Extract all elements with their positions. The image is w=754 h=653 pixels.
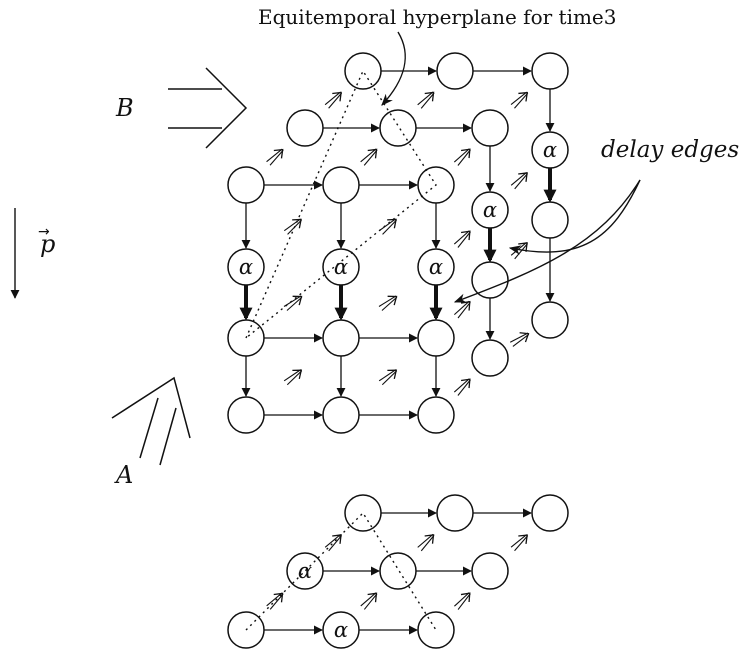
b-direction-arrow [168,67,248,149]
graph-node [322,396,360,434]
delay-pointer-arrow-1 [508,179,641,255]
dependence-diagonal [360,148,378,166]
graph-node [227,396,265,434]
edges-layer [239,66,557,635]
dependence-diagonal [266,592,284,610]
label-a: A [114,461,133,489]
dependence-diagonal [417,91,435,109]
label-b: B [115,94,134,122]
alpha-label: α [239,255,253,279]
dependence-diagonal [378,295,398,311]
dependence-diagonal [453,300,471,319]
nodes-layer: α α α α α α α [227,52,569,649]
graph-node [322,166,360,204]
dependence-diagonal [283,295,303,311]
graph-node [436,494,474,532]
hyperplane-pointer-arrow [381,31,406,106]
hyperplane-dotted-outline [245,69,437,339]
dependence-diagonal [266,148,284,166]
graph-node [322,319,360,357]
dependence-diagonal [378,369,398,386]
graph-node [379,552,417,590]
alpha-label: α [543,138,557,162]
alpha-label: α [334,618,348,642]
dependence-diagonal [453,148,471,166]
alpha-node: α [531,131,569,169]
a-direction-arrow [111,376,191,466]
alpha-label: α [298,559,312,583]
dependence-diagonal [378,218,397,235]
dependence-diagonal [453,378,471,396]
annotations-layer [10,31,641,631]
dependence-diagonal [510,91,529,109]
alpha-node: α [471,191,509,229]
dependence-diagonal [360,592,378,610]
graph-node [471,339,509,377]
label-p: p [40,230,55,258]
graph-node [471,109,509,147]
hyperplane-title: Equitemporal hyperplane for time3 [258,5,617,29]
alpha-label: α [483,198,497,222]
label-p-vector-arrow: → [38,224,50,240]
alpha-node: α [322,248,360,286]
graph-node [344,494,382,532]
graph-node [417,319,455,357]
alpha-node: α [227,248,265,286]
graph-node [531,494,569,532]
graph-node [286,109,324,147]
delay-edges-label: delay edges [601,137,739,163]
graph-node [531,201,569,239]
alpha-label: α [429,255,443,279]
graph-node [379,109,417,147]
graph-node [531,52,569,90]
delay-pointer-arrow-2 [453,179,641,303]
alpha-node: α [286,552,324,590]
graph-node [531,301,569,339]
dependence-diagonal [324,533,343,552]
dependence-diagonal [454,592,471,610]
hyperplane-dotted-bottom [245,511,437,631]
dependence-diagonal [453,230,471,248]
dependence-diagonal [509,332,530,347]
dependence-diagonal [510,171,529,190]
dependence-diagonal [324,91,343,109]
alpha-label: α [334,255,348,279]
graph-node [436,52,474,90]
graph-node [417,396,455,434]
alpha-node: α [417,248,455,286]
graph-node [227,166,265,204]
graph-node [471,552,509,590]
dependence-diagonal [283,369,303,386]
dependence-diagonal [510,534,529,552]
dependence-diagonal [417,533,435,552]
graph-node [417,611,455,649]
graph-node [471,261,509,299]
graph-node [344,52,382,90]
alpha-node: α [322,611,360,649]
